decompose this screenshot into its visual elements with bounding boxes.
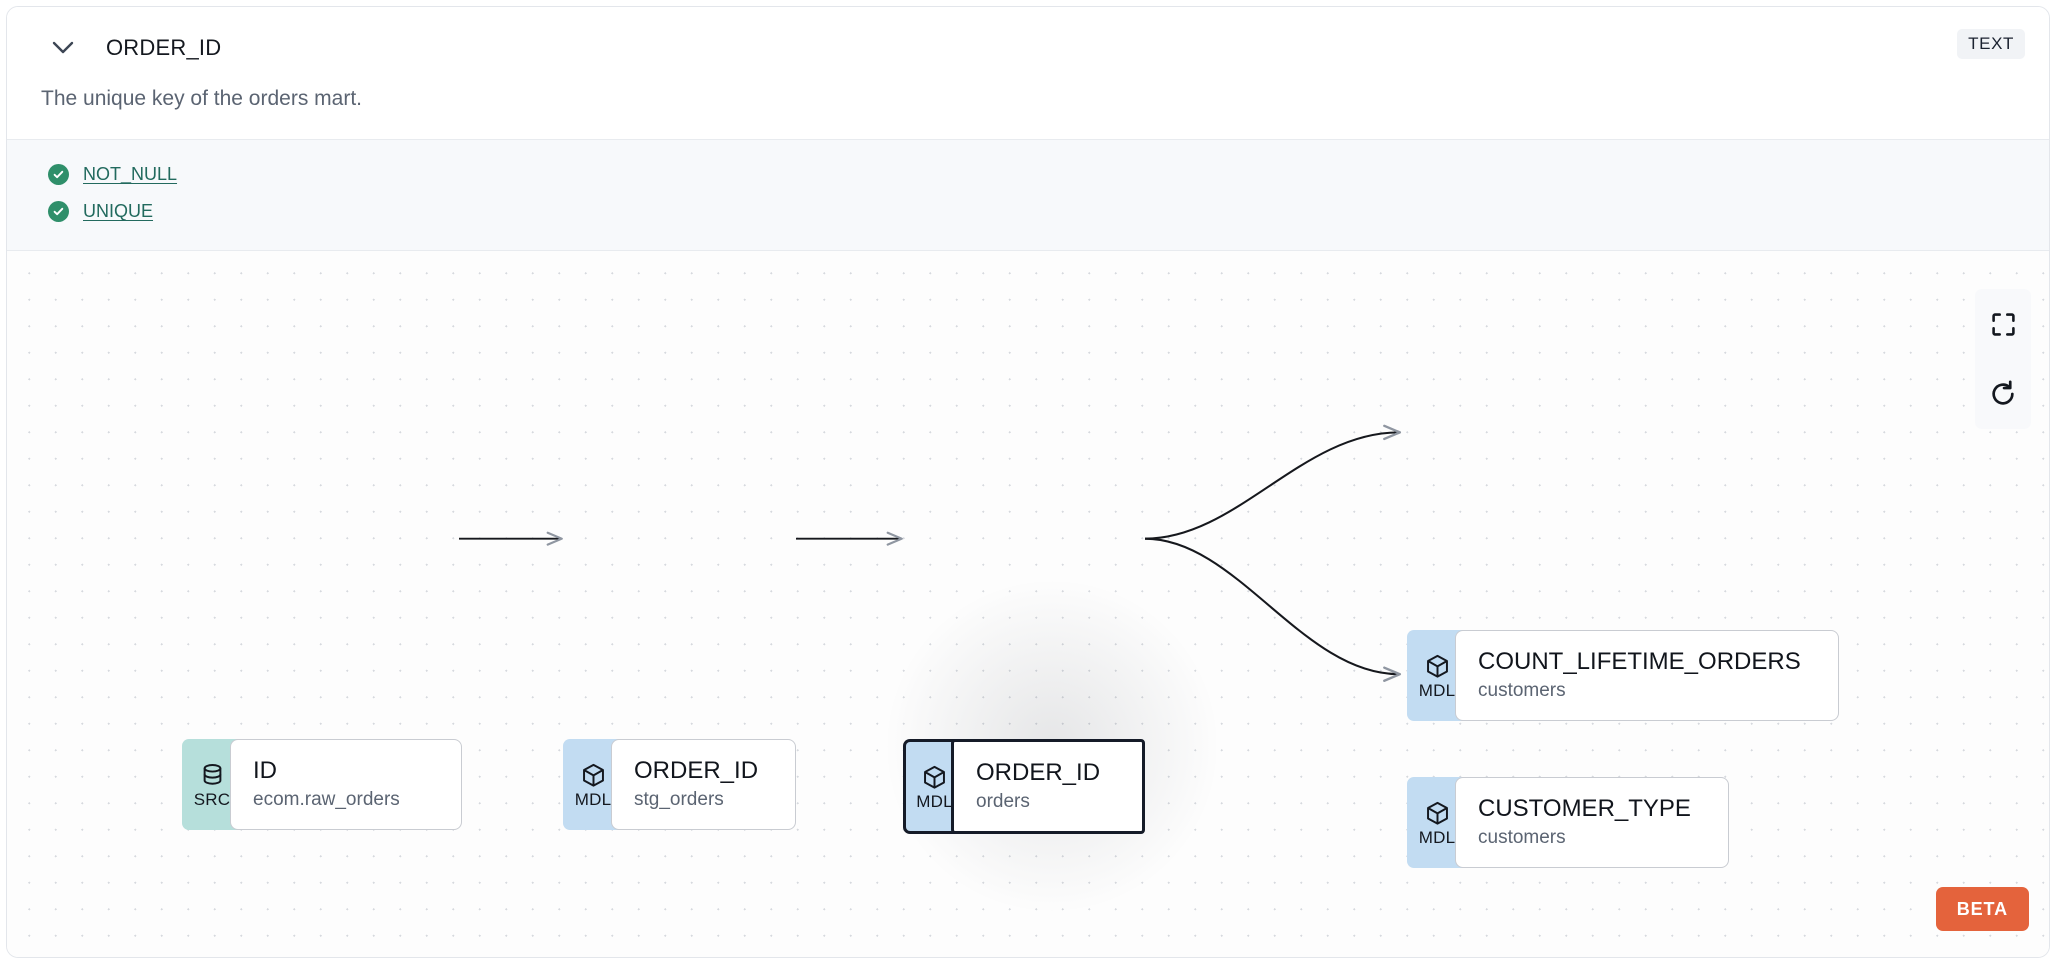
node-subtitle: orders bbox=[976, 791, 1030, 813]
test-link-not-null[interactable]: NOT_NULL bbox=[83, 164, 178, 184]
node-body: ORDER_ID stg_orders bbox=[611, 739, 796, 831]
lineage-edges bbox=[459, 424, 1402, 682]
test-row[interactable]: NOT_NULL bbox=[7, 156, 2049, 193]
node-name: ID bbox=[253, 757, 277, 784]
lineage-node-orders-selected[interactable]: MDL ORDER_ID orders bbox=[903, 739, 1145, 835]
edge-orders-to-count-lifetime-orders bbox=[1144, 424, 1402, 540]
tests-section: NOT_NULL UNIQUE bbox=[7, 139, 2049, 251]
node-subtitle: ecom.raw_orders bbox=[253, 789, 400, 811]
node-badge-label: MDL bbox=[916, 791, 953, 811]
node-name: ORDER_ID bbox=[976, 759, 1101, 786]
beta-badge[interactable]: BETA bbox=[1935, 887, 2029, 931]
node-subtitle: customers bbox=[1478, 680, 1566, 702]
node-name: ORDER_ID bbox=[634, 757, 759, 784]
lineage-node-customer-type[interactable]: MDL CUSTOMER_TYPE customers bbox=[1407, 777, 1729, 869]
lineage-node-stg-orders[interactable]: MDL ORDER_ID stg_orders bbox=[563, 739, 796, 831]
chevron-down-icon[interactable] bbox=[41, 33, 85, 63]
lineage-node-src-id[interactable]: SRC ID ecom.raw_orders bbox=[182, 739, 462, 831]
node-subtitle: customers bbox=[1478, 827, 1566, 849]
node-badge-label: SRC bbox=[193, 789, 231, 809]
node-badge-label: MDL bbox=[1418, 827, 1456, 847]
refresh-icon[interactable] bbox=[1975, 359, 2031, 429]
column-detail-card: ORDER_ID The unique key of the orders ma… bbox=[6, 6, 2050, 958]
title-row: ORDER_ID bbox=[41, 33, 221, 63]
node-body: CUSTOMER_TYPE customers bbox=[1455, 777, 1729, 869]
node-badge-label: MDL bbox=[574, 789, 612, 809]
edge-orders-to-customer-type bbox=[1144, 537, 1402, 682]
node-name: COUNT_LIFETIME_ORDERS bbox=[1478, 648, 1801, 675]
canvas-controls bbox=[1975, 289, 2031, 429]
node-body: ID ecom.raw_orders bbox=[230, 739, 462, 831]
card-header: ORDER_ID The unique key of the orders ma… bbox=[7, 7, 2049, 139]
node-badge-label: MDL bbox=[1418, 680, 1456, 700]
node-subtitle: stg_orders bbox=[634, 789, 724, 811]
column-description: The unique key of the orders mart. bbox=[41, 87, 362, 110]
check-circle-icon bbox=[48, 164, 69, 185]
node-body: COUNT_LIFETIME_ORDERS customers bbox=[1455, 630, 1839, 722]
lineage-node-count-lifetime-orders[interactable]: MDL COUNT_LIFETIME_ORDERS customers bbox=[1407, 630, 1839, 722]
data-type-badge: TEXT bbox=[1957, 29, 2025, 59]
test-link-unique[interactable]: UNIQUE bbox=[83, 201, 154, 221]
node-name: CUSTOMER_TYPE bbox=[1478, 795, 1691, 822]
test-row[interactable]: UNIQUE bbox=[7, 193, 2049, 230]
node-body: ORDER_ID orders bbox=[951, 739, 1145, 835]
fit-view-icon[interactable] bbox=[1975, 289, 2031, 359]
lineage-canvas[interactable]: SRC ID ecom.raw_orders MDL bbox=[7, 251, 2049, 957]
page-title: ORDER_ID bbox=[106, 35, 222, 60]
check-circle-icon bbox=[48, 201, 69, 222]
